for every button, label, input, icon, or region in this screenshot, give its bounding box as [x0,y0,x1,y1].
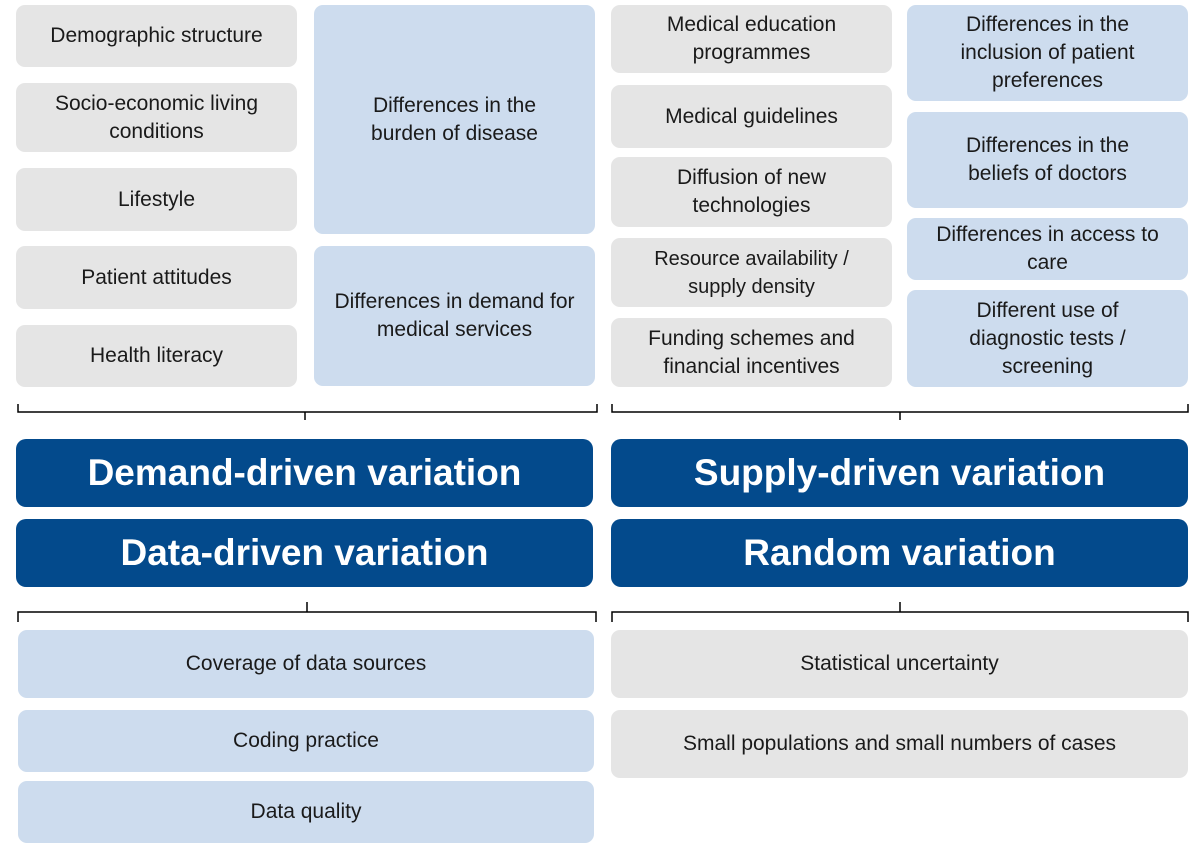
brace-top-left [17,404,598,420]
demand-factor-box: Lifestyle [16,168,297,231]
supply-difference-box: Differences in the beliefs of doctors [907,112,1188,208]
demand-difference-box: Differences in the burden of disease [314,5,595,234]
supply-factor-box: Medical education programmes [611,5,892,73]
supply-factor-box: Medical guidelines [611,85,892,148]
demand-factor-box: Demographic structure [16,5,297,67]
supply-factor-box: Funding schemes and financial incentives [611,318,892,387]
supply-factor-box: Diffusion of new technologies [611,157,892,227]
supply-difference-box: Different use of diagnostic tests / scre… [907,290,1188,387]
demand-driven-variation-label: Demand-driven variation [16,439,593,507]
supply-difference-box: Differences in access to care [907,218,1188,280]
supply-driven-variation-label: Supply-driven variation [611,439,1188,507]
data-factor-box: Coverage of data sources [18,630,594,698]
demand-factor-box: Patient attitudes [16,246,297,309]
brace-top-right [611,404,1189,420]
random-variation-label: Random variation [611,519,1188,587]
demand-factor-box: Socio-economic living conditions [16,83,297,152]
brace-bottom-right [611,602,1189,622]
supply-difference-box: Differences in the inclusion of patient … [907,5,1188,101]
brace-bottom-left [17,602,597,622]
data-factor-box: Data quality [18,781,594,843]
random-factor-box: Small populations and small numbers of c… [611,710,1188,778]
demand-factor-box: Health literacy [16,325,297,387]
data-factor-box: Coding practice [18,710,594,772]
random-factor-box: Statistical uncertainty [611,630,1188,698]
supply-factor-box: Resource availability / supply density [611,238,892,307]
demand-difference-box: Differences in demand for medical servic… [314,246,595,386]
data-driven-variation-label: Data-driven variation [16,519,593,587]
